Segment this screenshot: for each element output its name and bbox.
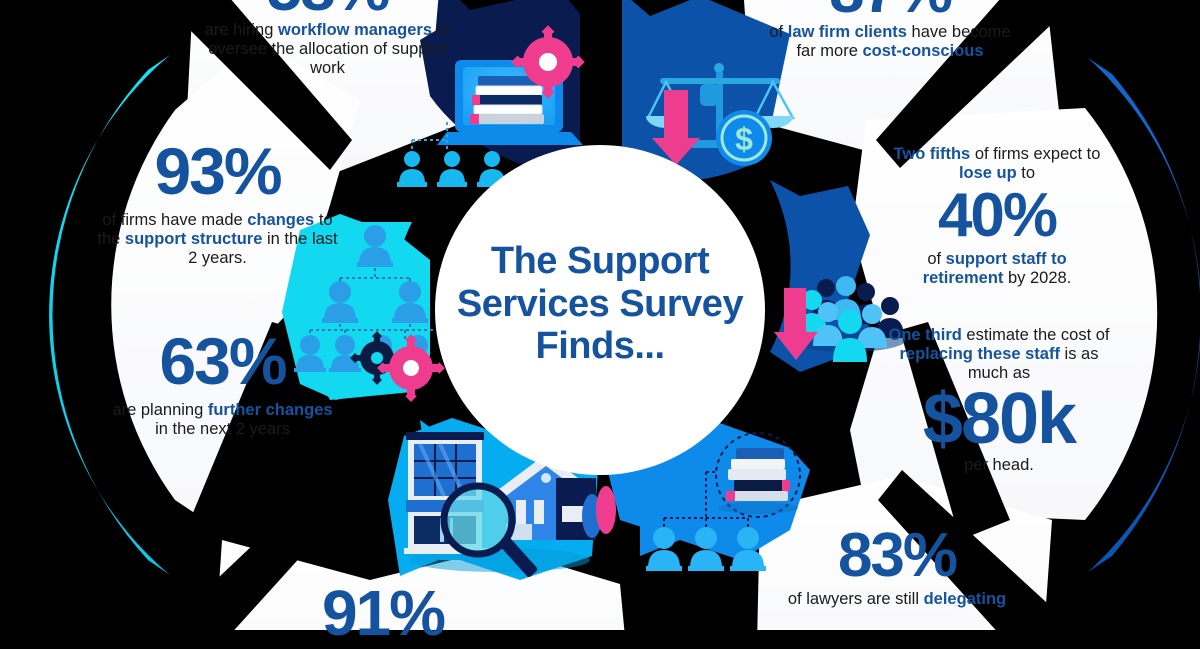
stat-lead: Two fifths of firms expect to lose up to [893,145,1101,183]
stat-value: 83% [837,521,958,590]
stat-value: 93% [154,134,282,208]
down-arrow-icon [774,288,818,360]
down-arrow-icon [652,90,700,165]
stat-value: 91% [321,577,446,649]
stat-lead: One third estimate the cost of replacing… [888,326,1110,383]
svg-text:$: $ [735,121,753,157]
stat-caption: of support staff to retirement by 2028. [922,250,1072,288]
stat-caption: per head. [964,455,1034,474]
stat-value: 87% [765,0,1015,22]
stat-value: $80k [922,379,1077,460]
title-line-1: The Support [490,240,710,282]
stat-panel-delegating: 83% of lawyers are still delegating [762,521,1032,609]
stat-caption: of law firm clients have become far more… [769,22,1011,60]
stat-caption: of firms have made changes to the suppor… [97,210,338,267]
org-hierarchy-gears-icon [294,225,445,402]
stat-panel-workflow-managers: 58% are hiring workflow managers to over… [195,0,460,78]
stat-panel-further-changes: 63% are planning further changes in the … [105,324,340,439]
stat-caption: are planning further changes in the next… [112,400,333,438]
wheel-graphic: $ [49,0,1200,630]
dollar-coin-icon: $ [716,110,772,166]
spoke-dividers [160,0,1078,630]
stat-panel-bottom: 91% [268,577,498,649]
center-circle [435,145,765,475]
org-chart-books-icon [646,432,801,571]
title-line-3: Finds... [535,325,666,368]
stat-value: 63% [159,324,287,398]
page-title: The Support Services Survey Finds... [455,240,745,368]
stat-panel-cost-conscious: 87% of law firm clients have become far … [765,0,1015,61]
stat-value: 40% [937,181,1058,251]
title-line-2: Services Survey [456,282,744,325]
crowd-people-down-arrow-icon [774,276,906,362]
laptop-books-gear-people-icon [397,25,585,187]
infographic-canvas: $ [49,0,1200,645]
stat-panel-support-structure: 93% of firms have made changes to the su… [95,134,340,268]
stat-panel-replacement-cost: One third estimate the cost of replacing… [888,326,1110,475]
magnifier-icon [440,482,538,577]
stat-caption: of lawyers are still delegating [787,589,1007,608]
building-house-magnifier-icon [404,432,616,577]
scales-dollar-arrow-icon: $ [645,63,796,166]
stat-panel-retirement: Two fifths of firms expect to lose up to… [888,145,1106,288]
stat-caption: are hiring workflow managers to oversee … [204,20,451,78]
stat-value: 58% [195,0,460,20]
